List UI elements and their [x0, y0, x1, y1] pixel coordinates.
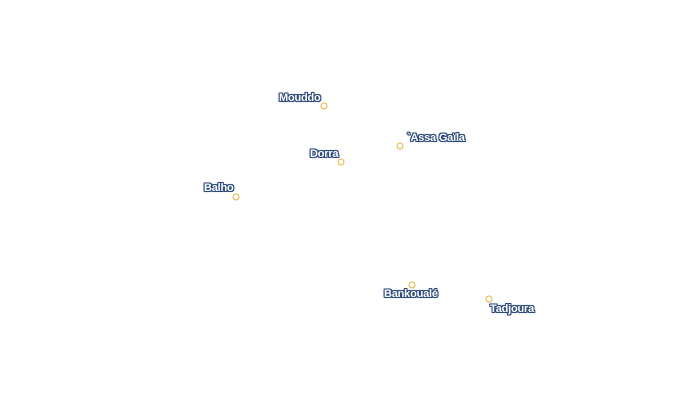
place-marker-icon[interactable]	[232, 193, 240, 201]
place-marker-icon[interactable]	[485, 295, 493, 303]
place-marker-icon[interactable]	[396, 142, 404, 150]
place-label: Mouddo	[279, 92, 321, 104]
place-marker-icon[interactable]	[337, 158, 345, 166]
place-label: Balho	[204, 182, 234, 194]
place-label: `Assa Gaïla	[407, 132, 465, 144]
place-label: Bankoualé	[384, 288, 438, 300]
place-marker-icon[interactable]	[408, 281, 416, 289]
place-label: Tadjoura	[490, 303, 535, 315]
place-label: Dorra	[310, 148, 339, 160]
place-marker-icon[interactable]	[320, 102, 328, 110]
